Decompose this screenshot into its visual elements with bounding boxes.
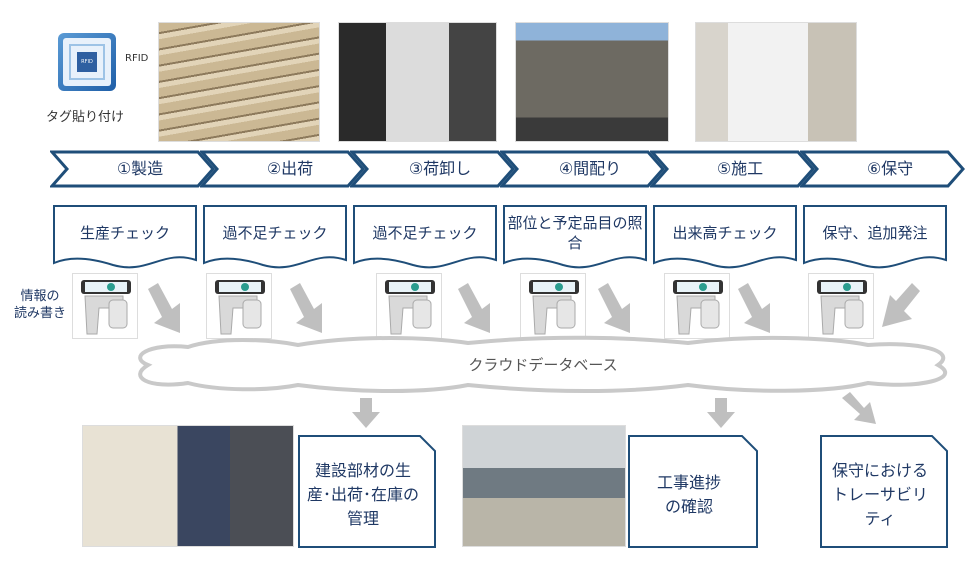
step-label: ⑤施工 xyxy=(716,159,764,178)
photo-inventory-check xyxy=(82,425,294,547)
tag-caption: タグ貼り付け xyxy=(46,110,125,125)
check-box-0: 生産チェック xyxy=(53,205,197,271)
step-chevron-shipping: ②出荷 xyxy=(200,150,365,188)
rfid-reader-icon xyxy=(376,273,442,339)
photo-office-progress xyxy=(462,425,626,547)
step-label: ②出荷 xyxy=(266,159,314,178)
outcome-box-progress: 工事進捗 の確認 xyxy=(628,435,758,548)
down-arrow-icon xyxy=(352,398,380,428)
down-arrow-icon xyxy=(458,283,490,333)
down-arrow-icon xyxy=(148,283,180,333)
photo-unloading xyxy=(515,22,669,142)
step-chevron-construction: ⑤施工 xyxy=(650,150,815,188)
rfid-reader-icon xyxy=(808,273,874,339)
rfid-chip: RFID xyxy=(77,52,97,72)
down-arrow-icon xyxy=(290,283,322,333)
check-box-1: 過不足チェック xyxy=(203,205,347,271)
check-box-3: 部位と予定品目の照合 xyxy=(503,205,647,271)
outcome-box-inventory: 建設部材の生産･出荷･在庫の管理 xyxy=(298,435,436,548)
step-label: ④間配り xyxy=(558,159,622,178)
down-arrow-icon xyxy=(598,283,630,333)
step-chevron-distribution: ④間配り xyxy=(500,150,665,188)
check-box-4: 出来高チェック xyxy=(653,205,797,271)
step-chevron-manufacturing: ①製造 xyxy=(50,150,215,188)
step-label: ⑥保守 xyxy=(866,159,914,178)
rfid-reader-icon xyxy=(664,273,730,339)
read-write-label: 情報の 読み書き xyxy=(14,289,67,321)
check-box-5: 保守、追加発注 xyxy=(803,205,947,271)
step-label: ③荷卸し xyxy=(408,159,472,178)
step-chevron-maintenance: ⑥保守 xyxy=(800,150,965,188)
photo-construction xyxy=(695,22,857,142)
rfid-tag-icon: RFID xyxy=(58,33,116,91)
rfid-reader-icon xyxy=(206,273,272,339)
down-arrow-icon xyxy=(738,283,770,333)
photo-manufacturing xyxy=(158,22,320,142)
cloud-database-label: クラウドデータベース xyxy=(468,356,618,374)
rfid-reader-icon xyxy=(72,273,138,339)
photo-shipping xyxy=(338,22,497,142)
outcome-box-traceability: 保守における トレーサビリ ティ xyxy=(820,435,948,548)
step-label: ①製造 xyxy=(116,159,164,178)
cloud-shape xyxy=(138,335,947,393)
step-chevron-unloading: ③荷卸し xyxy=(350,150,515,188)
check-box-2: 過不足チェック xyxy=(353,205,497,271)
diagonal-arrow-icon xyxy=(882,283,920,327)
rfid-label: RFID xyxy=(125,53,149,64)
diagonal-arrow-icon xyxy=(842,392,876,424)
down-arrow-icon xyxy=(707,398,735,428)
rfid-reader-icon xyxy=(520,273,586,339)
